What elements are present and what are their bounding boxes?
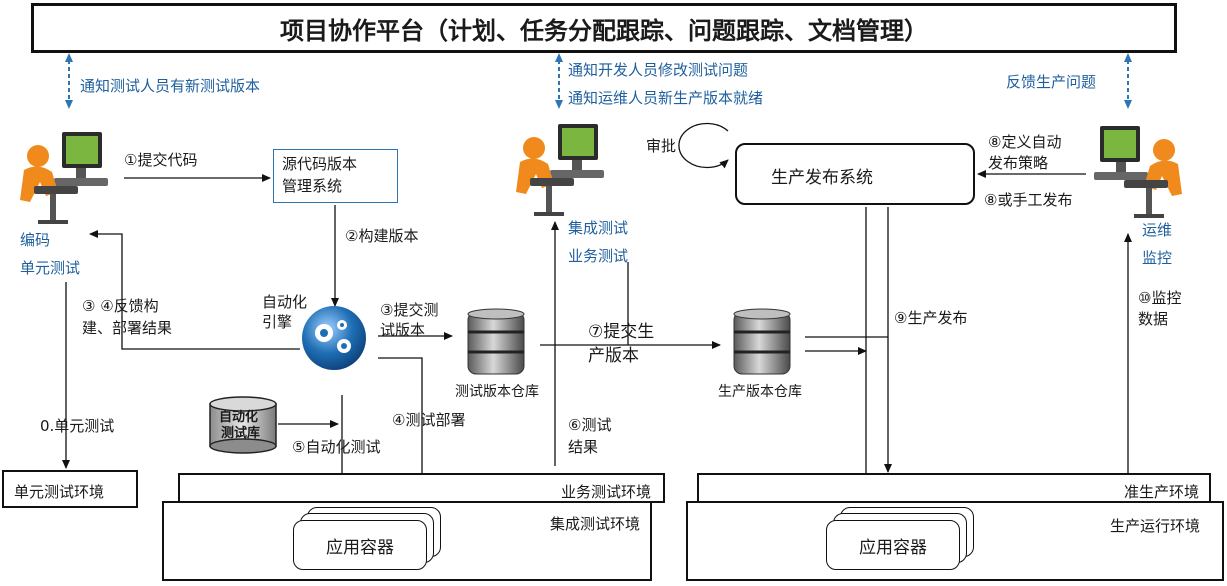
step-8b-label: ⑧或手工发布 <box>984 191 1073 209</box>
auto-testlib-label-1: 自动化 <box>219 410 259 425</box>
engine-label-2: 引擎 <box>262 313 293 331</box>
step-10-label-2: 数据 <box>1138 310 1169 328</box>
prod-repo-database-icon <box>733 308 791 375</box>
ops-person-icon <box>1094 126 1182 218</box>
engine-label-1: 自动化 <box>262 293 308 311</box>
note-notify-ops: 通知运维人员新生产版本就绪 <box>568 89 764 107</box>
step-34-label-2: 建、部署结果 <box>82 319 173 337</box>
step-6-label-2: 结果 <box>568 438 599 456</box>
notify-arrows <box>65 53 1132 109</box>
approve-loop-icon <box>678 122 729 169</box>
step-5-label: ⑤自动化测试 <box>292 438 381 456</box>
release-system-label: 生产发布系统 <box>771 168 873 188</box>
note-notify-testers: 通知测试人员有新测试版本 <box>80 77 261 95</box>
tester-person-icon <box>516 124 604 216</box>
scm-system-box: 源代码版本 管理系统 <box>273 149 398 203</box>
tester-label-2: 业务测试 <box>568 247 629 265</box>
approve-label: 审批 <box>646 137 677 155</box>
ops-label-1: 运维 <box>1142 221 1173 239</box>
step-2-label: ②构建版本 <box>345 227 419 245</box>
step-4-label: ④测试部署 <box>392 411 466 429</box>
step-8a-label-2: 发布策略 <box>988 154 1049 172</box>
step-7-label-1: ⑦提交生 <box>588 322 655 342</box>
platform-title: 项目协作平台（计划、任务分配跟踪、问题跟踪、文档管理） <box>31 3 1177 53</box>
unit-test-env-label: 单元测试环境 <box>14 483 105 501</box>
step-0-label: 0.单元测试 <box>40 417 115 435</box>
step-1-label: ①提交代码 <box>124 151 198 169</box>
app-container-left: 应用容器 <box>293 520 427 570</box>
tester-label-1: 集成测试 <box>568 219 629 237</box>
step-34-label-1: ③ ④反馈构 <box>82 297 159 315</box>
app-container-left-label: 应用容器 <box>326 537 394 558</box>
app-container-right-label: 应用容器 <box>859 537 927 558</box>
integration-test-env-label: 集成测试环境 <box>549 515 640 533</box>
test-repo-label: 测试版本仓库 <box>455 384 539 400</box>
auto-testlib-cylinder-icon <box>209 396 277 454</box>
ops-label-2: 监控 <box>1142 249 1173 267</box>
prod-env-label: 生产运行环境 <box>1109 517 1200 535</box>
step-3-label-2: 试版本 <box>380 321 426 339</box>
step-9-label: ⑨生产发布 <box>894 309 968 327</box>
developer-label-1: 编码 <box>20 231 51 249</box>
business-test-env: 业务测试环境 <box>178 473 665 503</box>
prod-repo-label: 生产版本仓库 <box>718 384 802 400</box>
step-10-label-1: ⑩监控 <box>1138 289 1182 307</box>
note-feedback-prod: 反馈生产问题 <box>1006 73 1097 91</box>
preprod-env: 准生产环境 <box>697 473 1211 503</box>
preprod-env-label: 准生产环境 <box>1123 483 1199 501</box>
developer-label-2: 单元测试 <box>20 259 81 277</box>
test-repo-database-icon <box>467 308 525 375</box>
developer-person-icon <box>20 132 108 224</box>
step-6-label-1: ⑥测试 <box>568 416 612 434</box>
scm-label-2: 管理系统 <box>282 177 343 195</box>
automation-engine-gear-icon <box>302 306 366 370</box>
scm-label-1: 源代码版本 <box>282 155 358 173</box>
app-container-right: 应用容器 <box>826 520 960 570</box>
flow-lines <box>62 170 1132 511</box>
auto-testlib-label-2: 测试库 <box>221 426 261 441</box>
unit-test-env: 单元测试环境 <box>2 470 138 508</box>
note-notify-devs: 通知开发人员修改测试问题 <box>568 61 749 79</box>
step-7-label-2: 产版本 <box>588 346 639 366</box>
business-test-env-label: 业务测试环境 <box>560 483 651 501</box>
release-system-box: 生产发布系统 <box>735 143 975 205</box>
step-8a-label-1: ⑧定义自动 <box>988 133 1062 151</box>
step-3-label-1: ③提交测 <box>380 301 439 319</box>
